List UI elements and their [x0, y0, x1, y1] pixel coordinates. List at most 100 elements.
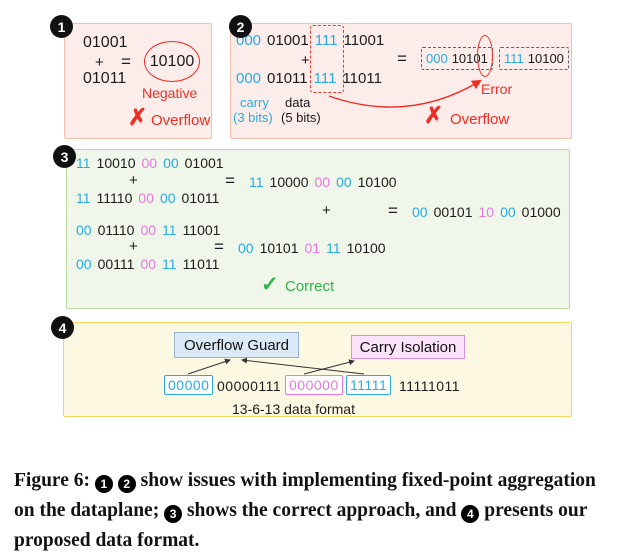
- bit-group: 111: [314, 32, 338, 49]
- data-field-upper: 00000111: [217, 378, 282, 394]
- x-icon: ✗: [424, 102, 444, 128]
- bit-group: 11001: [343, 32, 385, 49]
- bit-group: 00: [238, 240, 254, 256]
- bit-group: 11011: [342, 70, 382, 87]
- data-bits-label: (5 bits): [281, 110, 321, 125]
- bit-group: 01011: [267, 70, 308, 87]
- overflow-label: Overflow: [450, 111, 510, 128]
- data-format-label: 13-6-13 data format: [232, 401, 355, 417]
- bit-group: 11110: [96, 190, 133, 206]
- bit-group: 01110: [97, 222, 135, 238]
- bit-group: 01001: [184, 155, 224, 171]
- plus-sign-left-2: +: [129, 238, 138, 255]
- bit-group: 111: [313, 70, 337, 87]
- bit-group: 00101: [433, 204, 473, 220]
- carry-column-dashed-box: [310, 25, 344, 93]
- caption-text-3: presents our proposed data format.: [14, 499, 588, 551]
- panel3-number-badge: 3: [53, 145, 76, 168]
- caption-badge-2: 2: [117, 474, 136, 493]
- equals-sign: =: [121, 52, 131, 71]
- bit-group: 000: [236, 70, 262, 87]
- error-bit-circle: [477, 35, 493, 77]
- plus-sign: +: [95, 54, 104, 71]
- binary-row-2: 11 11110 00 00 01011: [76, 190, 219, 206]
- equals-sign-2: =: [388, 201, 398, 220]
- bit-group: 10: [478, 204, 495, 220]
- data-label: data: [285, 95, 311, 110]
- negative-label: Negative: [142, 85, 198, 101]
- caption-badge-1: 1: [94, 474, 113, 493]
- caption-badge-4: 4: [461, 504, 480, 523]
- guard-field-upper: 00000: [164, 375, 214, 395]
- check-icon: ✓: [261, 273, 279, 296]
- binary-line-2: 000 01011 111 11011: [236, 70, 382, 87]
- carry-isolation-box: Carry Isolation: [351, 335, 465, 359]
- bit-group: 00: [138, 190, 154, 206]
- operand-2: 01011: [83, 70, 127, 87]
- carry-isolation-field: 000000: [285, 375, 343, 395]
- caption-prefix: Figure 6:: [14, 469, 91, 491]
- bit-group: 11001: [182, 222, 221, 238]
- result-row-3: 00 10101 01 11 10100: [238, 240, 386, 256]
- figure-caption: Figure 6: 1 2 show issues with implement…: [14, 466, 615, 556]
- plus-sign-left-1: +: [129, 172, 138, 189]
- bit-group: 10100: [346, 240, 386, 256]
- bit-group: 11: [162, 222, 177, 238]
- bit-group: 11: [326, 240, 341, 256]
- bit-group: 01000: [521, 204, 561, 220]
- caption-text-1: show issues with implementing fixed-poin…: [14, 469, 596, 521]
- bit-group: 00: [314, 174, 331, 190]
- equals-sign-1: =: [225, 171, 235, 190]
- panel4-number-badge: 4: [51, 316, 74, 339]
- overflow-label: Overflow: [151, 112, 211, 129]
- bit-group: 00: [412, 204, 428, 220]
- correct-label: Correct: [285, 278, 335, 295]
- overflow-guard-label: Overflow Guard: [183, 336, 290, 354]
- operand-1: 01001: [83, 34, 128, 51]
- panel4-data-format: Overflow Guard Carry Isolation 00000 000…: [63, 322, 572, 417]
- bit-group: 00: [500, 204, 516, 220]
- bit-group: 10000: [269, 174, 309, 190]
- bit-group: 10100: [527, 51, 564, 66]
- plus-sign-right: +: [322, 202, 331, 219]
- bit-group: 10100: [357, 174, 397, 190]
- bit-group: 01: [304, 240, 321, 256]
- bit-group: 10101: [259, 240, 299, 256]
- bit-group: 00: [140, 222, 157, 238]
- bit-group: 01001: [267, 32, 309, 49]
- error-label: Error: [481, 81, 513, 97]
- negative-result-circle: 10100: [144, 41, 200, 82]
- bit-group: 000: [426, 51, 448, 66]
- overflow-guard-box: Overflow Guard: [174, 332, 299, 358]
- bit-group: 11: [76, 155, 91, 171]
- guard-field-lower: 11111: [346, 375, 392, 395]
- caption-badge-3: 3: [164, 504, 183, 523]
- bit-group: 11: [249, 174, 264, 190]
- bit-group: 11: [76, 190, 91, 206]
- equals-sign: =: [397, 49, 407, 68]
- result-value: 10100: [149, 52, 195, 70]
- carry-bits-label: (3 bits): [233, 110, 273, 125]
- result-row-2: 00 00101 10 00 01000: [412, 204, 561, 220]
- plus-sign: +: [301, 52, 310, 69]
- equals-sign-3: =: [214, 237, 224, 256]
- bit-group: 00: [76, 256, 92, 272]
- panel1-overflow-example: 01001 + 01011 = 10100 Negative ✗ Overflo…: [64, 23, 212, 139]
- bit-group: 00111: [97, 256, 135, 272]
- caption-text-2: shows the correct approach, and: [186, 499, 457, 521]
- data-field-lower: 11111011: [399, 378, 461, 394]
- bit-group: 11011: [182, 256, 220, 272]
- bit-group: 111: [504, 51, 524, 66]
- x-icon: ✗: [128, 104, 148, 130]
- bit-group: 00: [159, 190, 176, 206]
- carry-label: carry: [240, 95, 269, 110]
- panel2-number-badge: 2: [229, 15, 252, 38]
- bit-group: 01011: [181, 190, 220, 206]
- bit-group: 00: [163, 155, 179, 171]
